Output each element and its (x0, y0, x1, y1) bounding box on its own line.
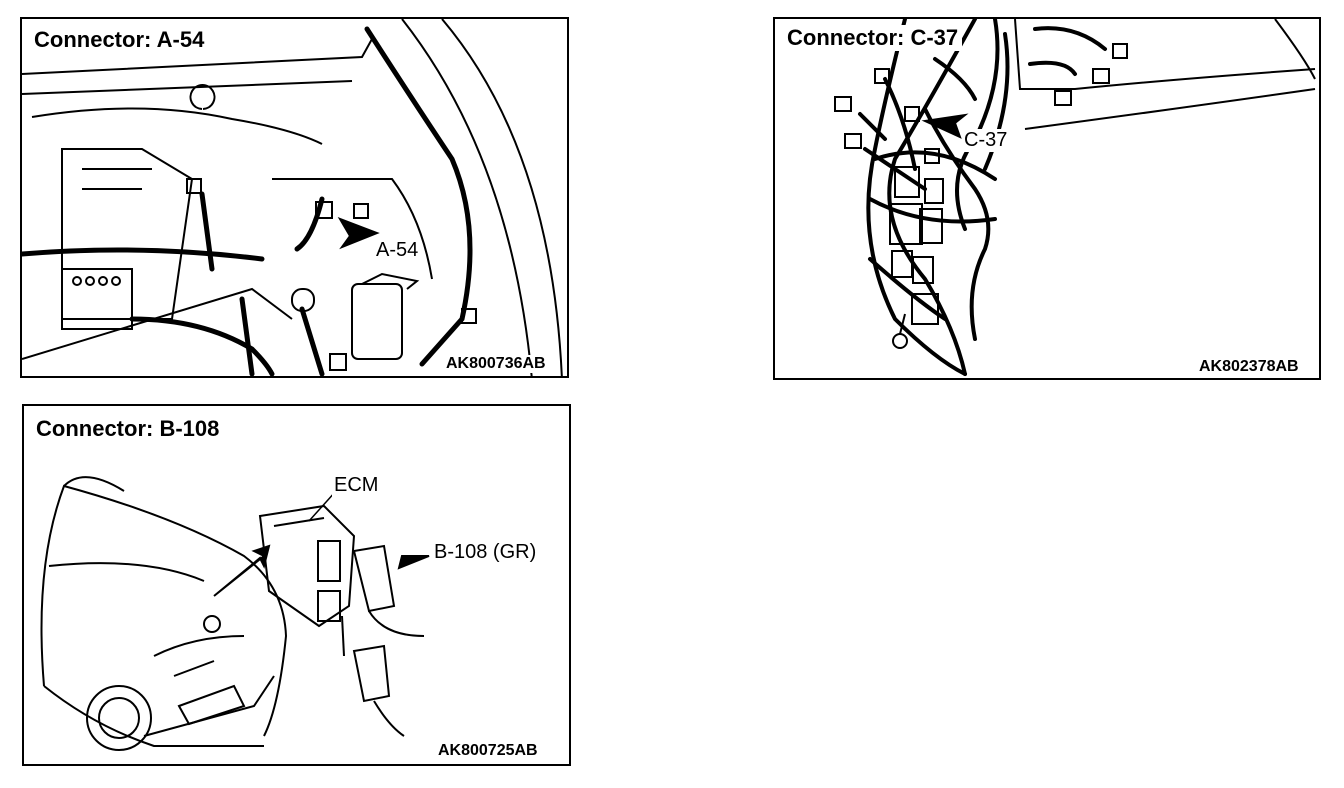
b108-vehicle-ecm-illustration (40, 476, 430, 751)
a54-engine-bay-illustration (22, 19, 563, 376)
b108-ecm-label: ECM (332, 474, 381, 497)
a54-figure-code: AK800736AB (444, 355, 548, 373)
c37-wiring-harness-illustration (834, 19, 1316, 376)
c37-title: Connector: C-37 (783, 25, 963, 51)
c37-figure-code: AK802378AB (1197, 358, 1301, 376)
panel-connector-a54: Connector: A-54 A-54 AK800736AB (20, 17, 569, 378)
panel-connector-c37: Connector: C-37 C-37 AK802378AB (773, 17, 1321, 380)
b108-callout-label: B-108 (GR) (432, 541, 539, 564)
a54-title: Connector: A-54 (30, 27, 209, 53)
c37-callout-label: C-37 (962, 129, 1010, 152)
panel-connector-b108: Connector: B-108 ECM B-108 (GR) AK800725… (22, 404, 571, 766)
b108-title: Connector: B-108 (32, 416, 224, 442)
a54-callout-label: A-54 (374, 239, 421, 262)
b108-figure-code: AK800725AB (436, 742, 540, 760)
